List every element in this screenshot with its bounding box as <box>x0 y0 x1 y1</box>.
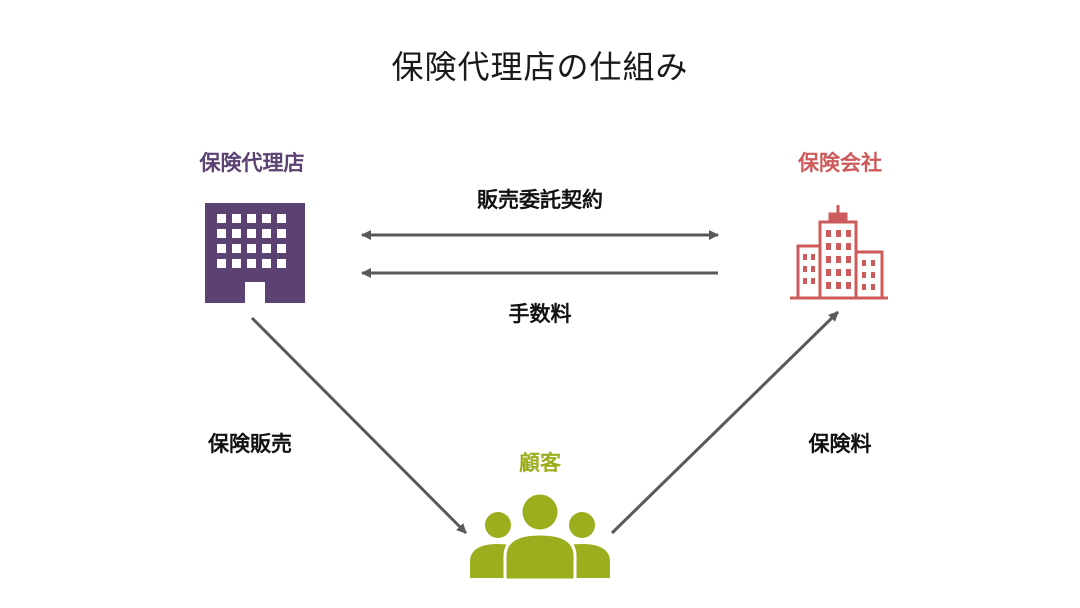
sales-label: 保険販売 <box>208 432 292 456</box>
contract-label: 販売委託契約 <box>477 188 603 212</box>
diagram-title: 保険代理店の仕組み <box>391 48 689 86</box>
premium-label: 保険料 <box>808 432 872 456</box>
agency-label: 保険代理店 <box>199 151 305 175</box>
commission-label: 手数料 <box>508 302 572 326</box>
office-building-icon <box>205 203 305 303</box>
sales-arrow <box>250 316 468 535</box>
customer-label: 顧客 <box>519 451 561 475</box>
skyscraper-buildings-icon <box>790 205 888 300</box>
people-group-icon <box>470 491 610 582</box>
premium-arrow <box>610 310 840 535</box>
insurer-label: 保険会社 <box>798 151 882 175</box>
